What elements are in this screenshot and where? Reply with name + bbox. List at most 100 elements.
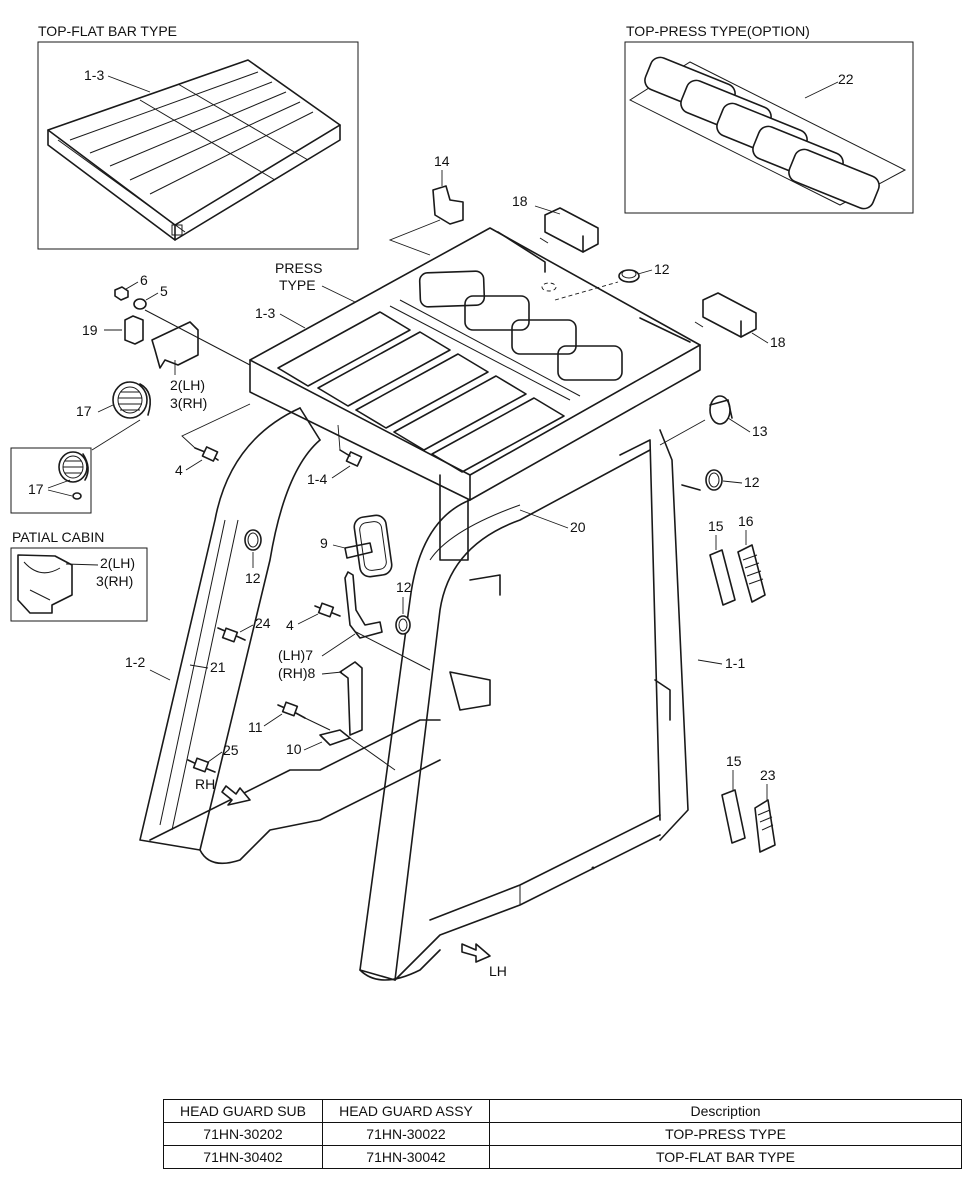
callout-9: 9 — [320, 535, 328, 551]
lh-direction: LH — [461, 943, 507, 979]
col-head-guard-assy: HEAD GUARD ASSY — [322, 1099, 490, 1123]
part-7-8-stay: (LH)7 (RH)8 — [278, 571, 431, 736]
inset-press-option-frame — [624, 41, 914, 214]
callout-15-upper: 15 — [708, 518, 724, 534]
inset-patial-cabin-title: PATIAL CABIN — [12, 529, 104, 545]
callout-10: 10 — [286, 741, 302, 757]
head-guard-exploded-diagram: TOP-FLAT BAR TYPE 1-3 TOP-PRESS TYPE(OPT… — [10, 23, 914, 981]
callout-15-lower: 15 — [726, 753, 742, 769]
callout-press-22: 22 — [838, 71, 854, 87]
inset-lamp-detail: 17 — [10, 447, 92, 514]
cell-sub: 71HN-30402 — [163, 1145, 323, 1169]
col-description: Description — [489, 1099, 962, 1123]
table-row: 71HN-30202 71HN-30022 TOP-PRESS TYPE — [163, 1122, 962, 1146]
part-10: 10 — [286, 729, 396, 771]
arrow-rh-icon — [221, 785, 251, 806]
callout-press-type-line1: PRESS — [275, 260, 322, 276]
callout-18-upper: 18 — [512, 193, 528, 209]
cell-sub: 71HN-30202 — [163, 1122, 323, 1146]
callout-20: 20 — [570, 519, 586, 535]
part-9-mirror: 9 — [320, 514, 393, 578]
table-header-row: HEAD GUARD SUB HEAD GUARD ASSY Descripti… — [163, 1099, 962, 1123]
part-14: 14 — [388, 153, 464, 256]
callout-5: 5 — [160, 283, 168, 299]
part-23: 23 — [754, 767, 776, 853]
inset-press-option: TOP-PRESS TYPE(OPTION) 22 — [624, 23, 914, 214]
part-12-center: 12 — [395, 579, 412, 635]
callout-press-type-line2: TYPE — [279, 277, 316, 293]
press-pads-drawing — [628, 56, 907, 210]
callout-18-lower: 18 — [770, 334, 786, 350]
bolt-4-upper: 4 — [175, 403, 251, 478]
bolt-24: 24 — [217, 615, 271, 643]
inset-flat-bar-type: TOP-FLAT BAR TYPE 1-3 — [37, 23, 359, 250]
callout-3rh: 3(RH) — [170, 395, 207, 411]
cell-assy: 71HN-30022 — [322, 1122, 490, 1146]
callout-patial-2lh: 2(LH) — [100, 555, 135, 571]
callout-12-center: 12 — [396, 579, 412, 595]
callout-lh7: (LH)7 — [278, 647, 313, 663]
part-17-work-lamp — [112, 381, 151, 419]
callout-25: 25 — [223, 742, 239, 758]
callout-12-right: 12 — [744, 474, 760, 490]
bolt-4-lower: 4 — [286, 602, 341, 633]
callout-4-lower: 4 — [286, 617, 294, 633]
part-19-switch — [124, 315, 144, 345]
callout-6: 6 — [140, 272, 148, 288]
callout-1-4: 1-4 — [307, 471, 327, 487]
table-row: 71HN-30402 71HN-30042 TOP-FLAT BAR TYPE — [163, 1145, 962, 1169]
rh-direction: RH — [195, 776, 251, 806]
col-head-guard-sub: HEAD GUARD SUB — [163, 1099, 323, 1123]
part-12-right: 12 — [705, 469, 760, 491]
arrow-lh-icon — [461, 943, 491, 963]
callout-14: 14 — [434, 153, 450, 169]
cell-description: TOP-PRESS TYPE — [489, 1122, 962, 1146]
inset-patial-cabin: PATIAL CABIN 2(LH) 3(RH) — [10, 529, 148, 622]
callout-rh: RH — [195, 776, 215, 792]
callout-1-1: 1-1 — [725, 655, 745, 671]
lamp-assembly-left: 6 5 19 2(LH) 3(RH) 17 — [76, 272, 251, 451]
callout-24: 24 — [255, 615, 271, 631]
inset-patial-cabin-frame — [10, 547, 148, 622]
callout-19: 19 — [82, 322, 98, 338]
callout-4-upper: 4 — [175, 462, 183, 478]
callout-lh: LH — [489, 963, 507, 979]
callout-17-inset: 17 — [28, 481, 44, 497]
part-18-lower: 18 — [694, 292, 786, 350]
bolt-25: 25 — [187, 742, 239, 773]
bolt-1-4: 1-4 — [307, 424, 363, 487]
part-15-upper: 15 — [708, 518, 736, 606]
part-15-lower: 15 — [721, 753, 746, 844]
flat-bar-drawing — [47, 59, 341, 241]
callout-2lh: 2(LH) — [170, 377, 205, 393]
callout-patial-3rh: 3(RH) — [96, 573, 133, 589]
cell-assy: 71HN-30042 — [322, 1145, 490, 1169]
part-13: 13 — [659, 395, 768, 446]
inset-press-option-title: TOP-PRESS TYPE(OPTION) — [626, 23, 810, 39]
callout-11: 11 — [248, 719, 263, 735]
part-12-left: 12 — [244, 529, 262, 586]
cell-description: TOP-FLAT BAR TYPE — [489, 1145, 962, 1169]
parts-number-table: HEAD GUARD SUB HEAD GUARD ASSY Descripti… — [163, 1099, 962, 1169]
callout-23: 23 — [760, 767, 776, 783]
callout-1-2: 1-2 — [125, 654, 145, 670]
part-18-upper: 18 — [512, 193, 599, 253]
callout-flat-1-3: 1-3 — [84, 67, 104, 83]
head-guard-frame: 1-2 21 20 1-1 — [125, 407, 745, 981]
part-2-3-bracket — [151, 321, 199, 369]
callout-21: 21 — [210, 659, 226, 675]
callout-17: 17 — [76, 403, 92, 419]
inset-lamp-frame — [10, 447, 92, 514]
callout-12-upper: 12 — [654, 261, 670, 277]
callout-rh8: (RH)8 — [278, 665, 316, 681]
roof-press-type: PRESS TYPE 1-3 — [249, 227, 701, 501]
bolt-11: 11 — [248, 701, 331, 735]
washer-icon — [133, 298, 147, 310]
part-12-upper: 12 — [541, 261, 670, 301]
inset-flat-bar-frame — [37, 41, 359, 250]
nut-icon — [114, 286, 129, 301]
part-16-upper: 16 — [737, 513, 766, 603]
callout-12-left: 12 — [245, 570, 261, 586]
callout-13: 13 — [752, 423, 768, 439]
callout-1-3: 1-3 — [255, 305, 275, 321]
